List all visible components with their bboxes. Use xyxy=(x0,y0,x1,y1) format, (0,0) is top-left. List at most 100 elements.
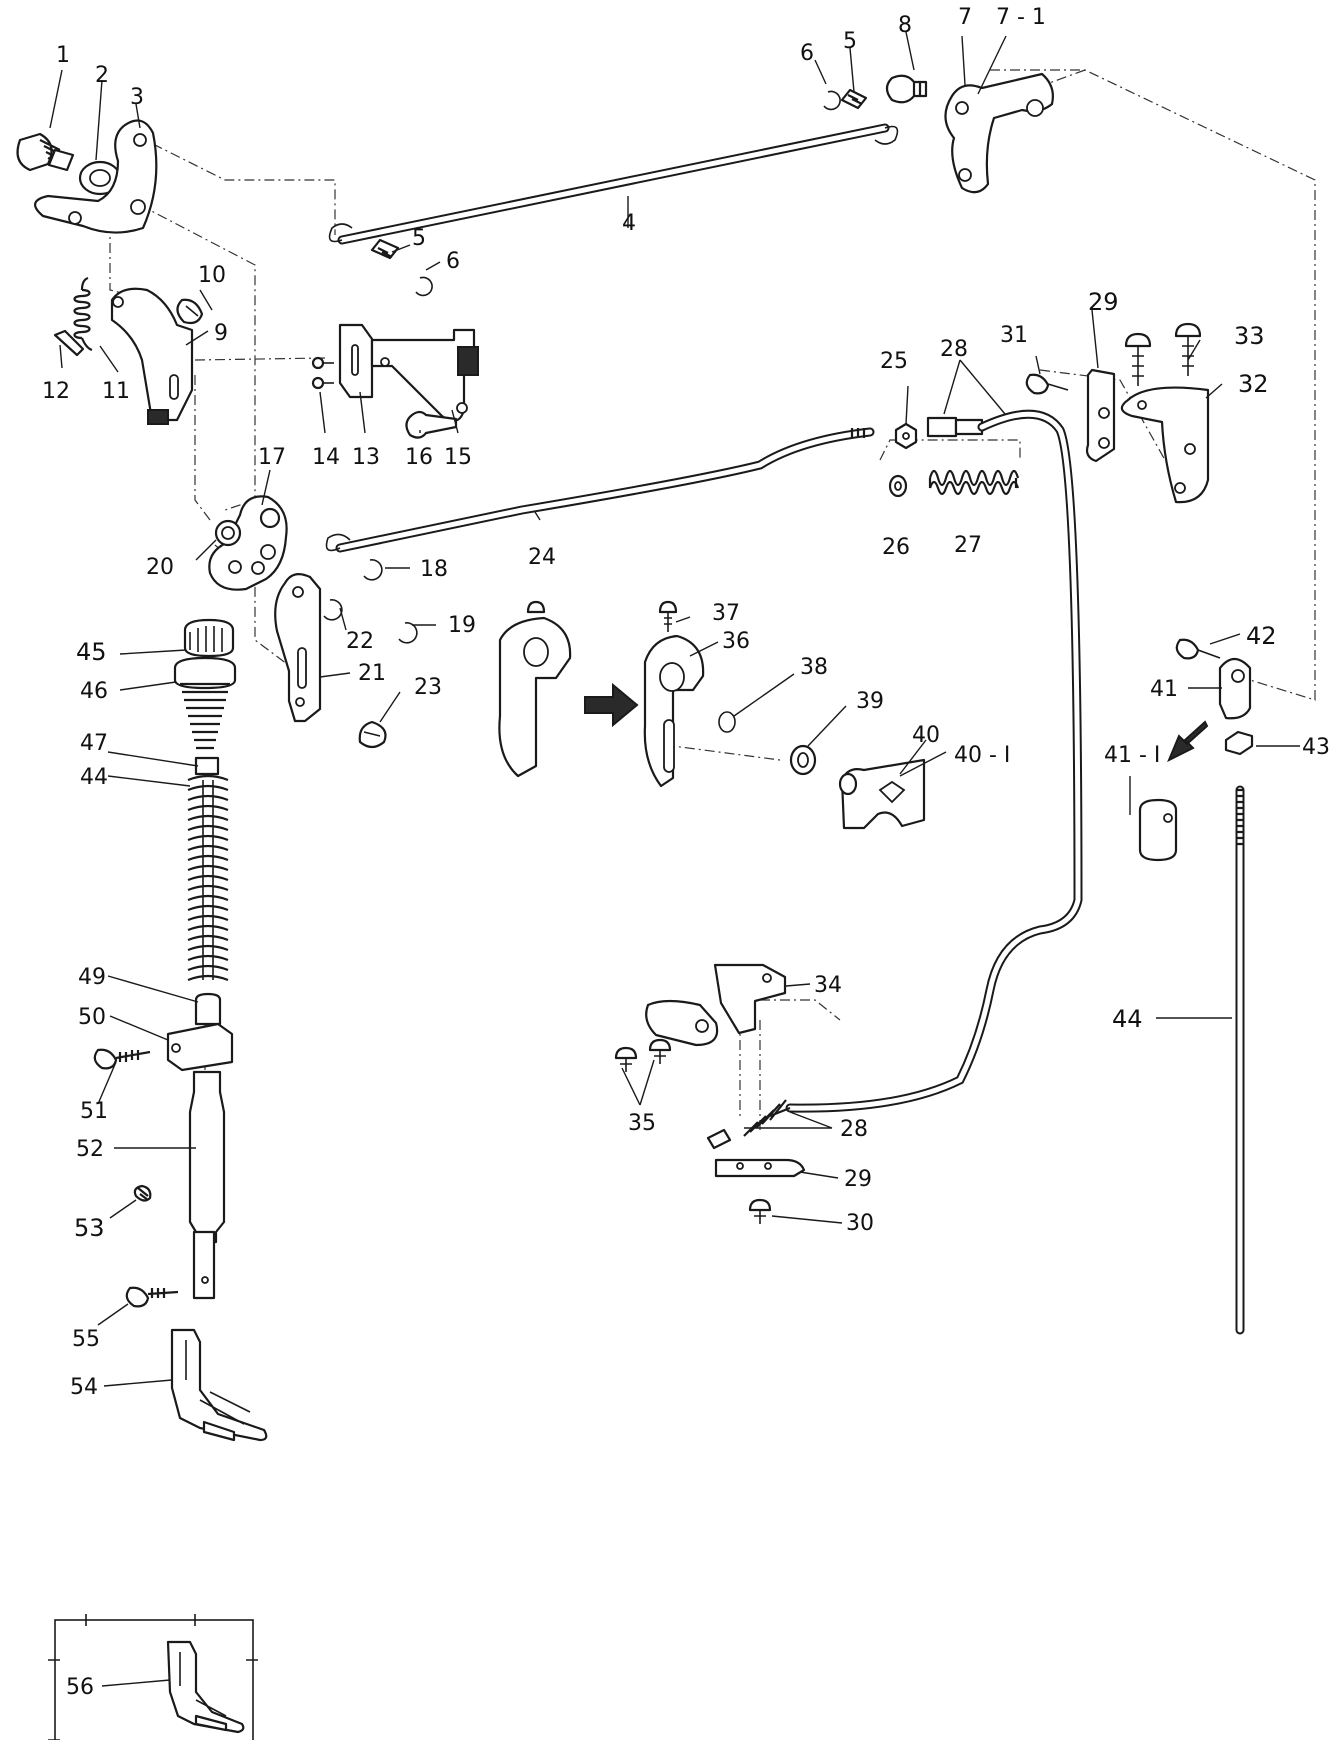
part-8-step-screw xyxy=(885,74,928,104)
label-part-30: 30 xyxy=(846,1211,874,1236)
down-left-arrow-icon xyxy=(1167,720,1209,763)
label-part-15: 15 xyxy=(444,445,472,470)
part-14-screws xyxy=(311,356,334,390)
part-46-adjust-nut xyxy=(173,656,237,750)
part-43-nut xyxy=(1224,730,1254,756)
part-13-slide-plate xyxy=(338,323,374,399)
label-part-27: 27 xyxy=(954,533,982,558)
part-27-spring xyxy=(928,469,1020,496)
part-29-cable-bracket-lower xyxy=(714,1158,806,1178)
label-part-13: 13 xyxy=(352,445,380,470)
label-part-34: 34 xyxy=(814,973,842,998)
label-part-33: 33 xyxy=(1234,322,1265,350)
part-37-screw xyxy=(658,600,678,632)
part-29-cable-bracket-upper xyxy=(1085,368,1116,463)
part-49-bushing xyxy=(194,992,222,1026)
label-part-6-upper: 6 xyxy=(800,41,814,66)
part-16-screw xyxy=(405,410,458,439)
part-5-pin-lower xyxy=(370,238,400,260)
part-31-screw xyxy=(1025,373,1069,395)
part-12-screw xyxy=(53,329,85,357)
part-1-stud-screw xyxy=(16,132,75,172)
label-part-19: 19 xyxy=(448,613,476,638)
part-38-o-ring xyxy=(718,711,736,733)
label-part-10: 10 xyxy=(198,263,226,288)
part-56-presser-foot-alt xyxy=(166,1640,245,1734)
label-part-11: 11 xyxy=(102,379,130,404)
label-part-41: 41 xyxy=(1150,677,1178,702)
part-9-lever-bracket xyxy=(110,287,194,425)
label-part-44-left: 44 xyxy=(80,765,108,790)
label-part-55: 55 xyxy=(72,1327,100,1352)
inset-frame xyxy=(48,1614,258,1740)
part-44-long-rod xyxy=(1235,785,1245,1335)
part-17-lever-plate xyxy=(208,495,288,591)
label-part-9: 9 xyxy=(214,321,228,346)
label-part-5-lower: 5 xyxy=(412,226,426,251)
label-part-7-1: 7 - 1 xyxy=(996,5,1046,30)
part-35-screws xyxy=(614,1038,672,1072)
part-53-set-screw xyxy=(133,1184,152,1202)
label-part-28-upper: 28 xyxy=(940,337,968,362)
part-51-screw xyxy=(93,1048,151,1070)
part-39-washer xyxy=(789,744,817,776)
label-part-29-lower: 29 xyxy=(844,1167,872,1192)
part-11-spring xyxy=(73,276,93,352)
label-part-28-lower: 28 xyxy=(840,1117,868,1142)
label-part-36: 36 xyxy=(722,629,750,654)
part-22-e-ring xyxy=(323,599,343,621)
label-part-46: 46 xyxy=(80,679,108,704)
part-4-link-rod xyxy=(328,123,899,245)
part-40-cam xyxy=(838,758,926,830)
label-part-7: 7 xyxy=(958,5,972,30)
part-55-thumb-screw xyxy=(125,1286,179,1308)
label-part-38: 38 xyxy=(800,655,828,680)
part-42-screw xyxy=(1175,638,1221,660)
part-7-crank-lever xyxy=(944,72,1054,194)
label-part-56: 56 xyxy=(66,1675,94,1700)
part-47-collar xyxy=(194,756,220,776)
label-part-4: 4 xyxy=(622,211,636,236)
label-part-26: 26 xyxy=(882,535,910,560)
label-part-40-1: 40 - I xyxy=(954,743,1010,768)
part-23-screw xyxy=(358,720,387,749)
label-part-31: 31 xyxy=(1000,323,1028,348)
part-30-screw xyxy=(748,1198,772,1224)
part-41-1-sleeve xyxy=(1138,798,1178,862)
part-18-e-ring xyxy=(363,559,383,581)
part-10-screw xyxy=(176,298,204,325)
label-part-54: 54 xyxy=(70,1375,98,1400)
label-part-14: 14 xyxy=(312,445,340,470)
part-5-pin-upper xyxy=(840,88,868,110)
label-part-44-right: 44 xyxy=(1112,1005,1143,1033)
label-part-50: 50 xyxy=(78,1005,106,1030)
label-part-17: 17 xyxy=(258,445,286,470)
part-36-lever xyxy=(643,634,705,788)
label-part-18: 18 xyxy=(420,557,448,582)
part-25-nut xyxy=(894,422,918,450)
part-19-e-ring xyxy=(398,622,418,644)
part-44-spring-left xyxy=(187,774,229,982)
label-part-32: 32 xyxy=(1238,370,1269,398)
label-part-42: 42 xyxy=(1246,622,1277,650)
label-part-25: 25 xyxy=(880,349,908,374)
label-part-12: 12 xyxy=(42,379,70,404)
label-part-6-lower: 6 xyxy=(446,249,460,274)
label-part-16: 16 xyxy=(405,445,433,470)
label-part-40: 40 xyxy=(912,723,940,748)
part-6-e-ring-upper xyxy=(823,90,841,111)
part-41-ball-joint xyxy=(1218,657,1252,720)
part-54-presser-foot xyxy=(170,1328,268,1442)
label-part-3: 3 xyxy=(130,85,144,110)
label-part-45: 45 xyxy=(76,638,107,666)
label-part-8: 8 xyxy=(898,13,912,38)
label-part-47: 47 xyxy=(80,731,108,756)
label-part-52: 52 xyxy=(76,1137,104,1162)
label-part-39: 39 xyxy=(856,689,884,714)
label-part-1: 1 xyxy=(56,43,70,68)
label-part-43: 43 xyxy=(1302,735,1330,760)
part-26-washer xyxy=(888,474,908,498)
part-45-adjust-screw-cap xyxy=(183,618,235,658)
label-part-41-1: 41 - I xyxy=(1104,743,1160,768)
